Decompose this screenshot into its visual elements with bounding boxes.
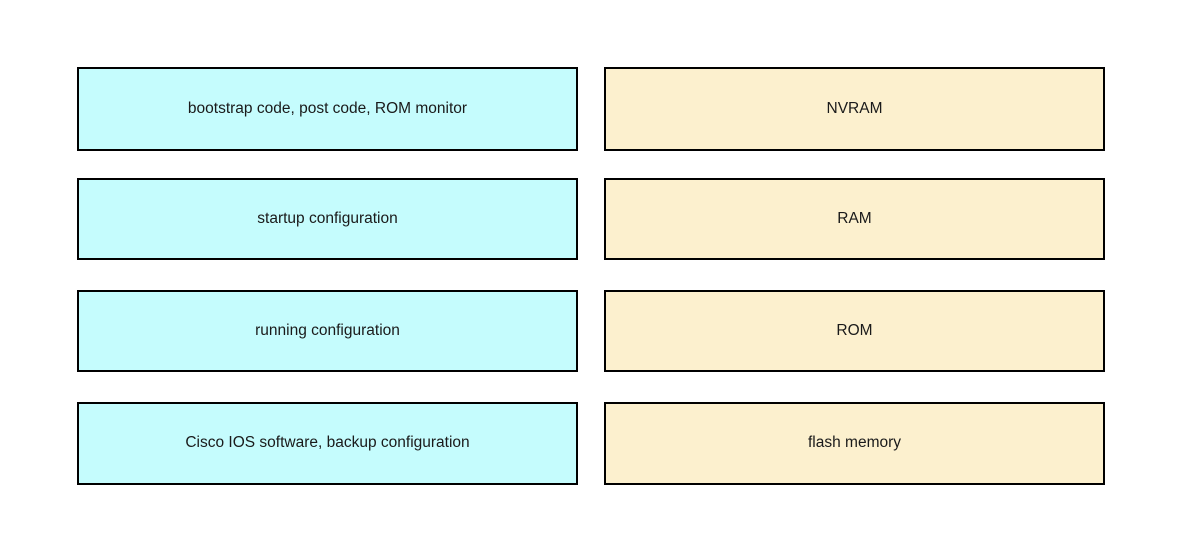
drag-source-label: Cisco IOS software, backup configuration (185, 434, 470, 452)
drop-target-flash-memory[interactable]: flash memory (604, 402, 1105, 485)
drop-target-ram[interactable]: RAM (604, 178, 1105, 260)
drag-source-running-configuration[interactable]: running configuration (77, 290, 578, 372)
drag-source-label: bootstrap code, post code, ROM monitor (187, 99, 468, 117)
drop-target-label: NVRAM (826, 99, 883, 117)
drop-target-label: ROM (836, 321, 873, 339)
drop-target-label: RAM (837, 209, 872, 227)
drag-source-bootstrap-code[interactable]: bootstrap code, post code, ROM monitor (77, 67, 578, 151)
drop-target-rom[interactable]: ROM (604, 290, 1105, 372)
drag-source-startup-configuration[interactable]: startup configuration (77, 178, 578, 260)
drag-source-cisco-ios-software[interactable]: Cisco IOS software, backup configuration (77, 402, 578, 485)
drag-source-label: startup configuration (257, 209, 398, 227)
drop-target-nvram[interactable]: NVRAM (604, 67, 1105, 151)
drop-target-label: flash memory (807, 434, 902, 452)
drag-source-label: running configuration (255, 321, 400, 339)
